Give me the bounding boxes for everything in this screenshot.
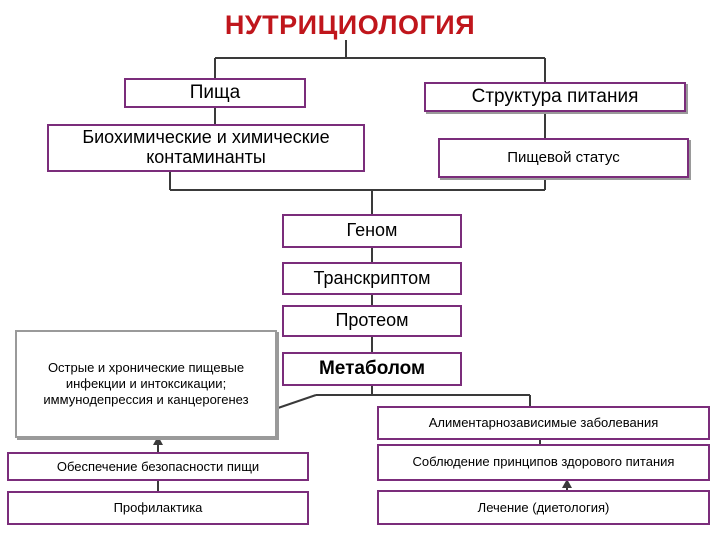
node-genome-label: Геном	[346, 220, 398, 241]
node-proteome: Протеом	[282, 305, 462, 337]
node-nutritional-status-label: Пищевой статус	[507, 149, 620, 166]
node-treatment-label: Лечение (диетология)	[477, 499, 610, 515]
node-prevention-label: Профилактика	[113, 500, 203, 516]
node-food-safety-label: Обеспечение безопасности пищи	[56, 458, 260, 474]
node-metabolome: Метаболом	[282, 352, 462, 386]
node-structure: Структура питания	[424, 82, 686, 112]
node-prevention: Профилактика	[7, 491, 309, 525]
node-contaminants: Биохимические и химические контаминанты	[47, 124, 365, 172]
node-diseases: Алиментарнозависимые заболевания	[377, 406, 710, 440]
node-healthy-eating: Соблюдение принципов здорового питания	[377, 444, 710, 481]
node-diseases-label: Алиментарнозависимые заболевания	[428, 415, 659, 431]
node-food-label: Пища	[189, 81, 241, 103]
node-metabolome-label: Метаболом	[318, 357, 426, 379]
node-food: Пища	[124, 78, 306, 108]
node-food-safety: Обеспечение безопасности пищи	[7, 452, 309, 481]
node-contaminants-label: Биохимические и химические контаминанты	[82, 127, 330, 167]
node-transcriptome-label: Транскриптом	[313, 267, 431, 288]
node-transcriptome: Транскриптом	[282, 262, 462, 295]
node-structure-label: Структура питания	[471, 85, 639, 107]
node-infections: Острые и хронические пищевые инфекции и …	[15, 330, 277, 438]
node-treatment: Лечение (диетология)	[377, 490, 710, 525]
node-healthy-eating-label: Соблюдение принципов здорового питания	[412, 454, 675, 470]
node-proteome-label: Протеом	[335, 310, 409, 331]
page-title: НУТРИЦИОЛОГИЯ	[224, 10, 476, 40]
node-nutritional-status: Пищевой статус	[438, 138, 689, 178]
node-infections-label: Острые и хронические пищевые инфекции и …	[43, 359, 249, 408]
node-genome: Геном	[282, 214, 462, 248]
